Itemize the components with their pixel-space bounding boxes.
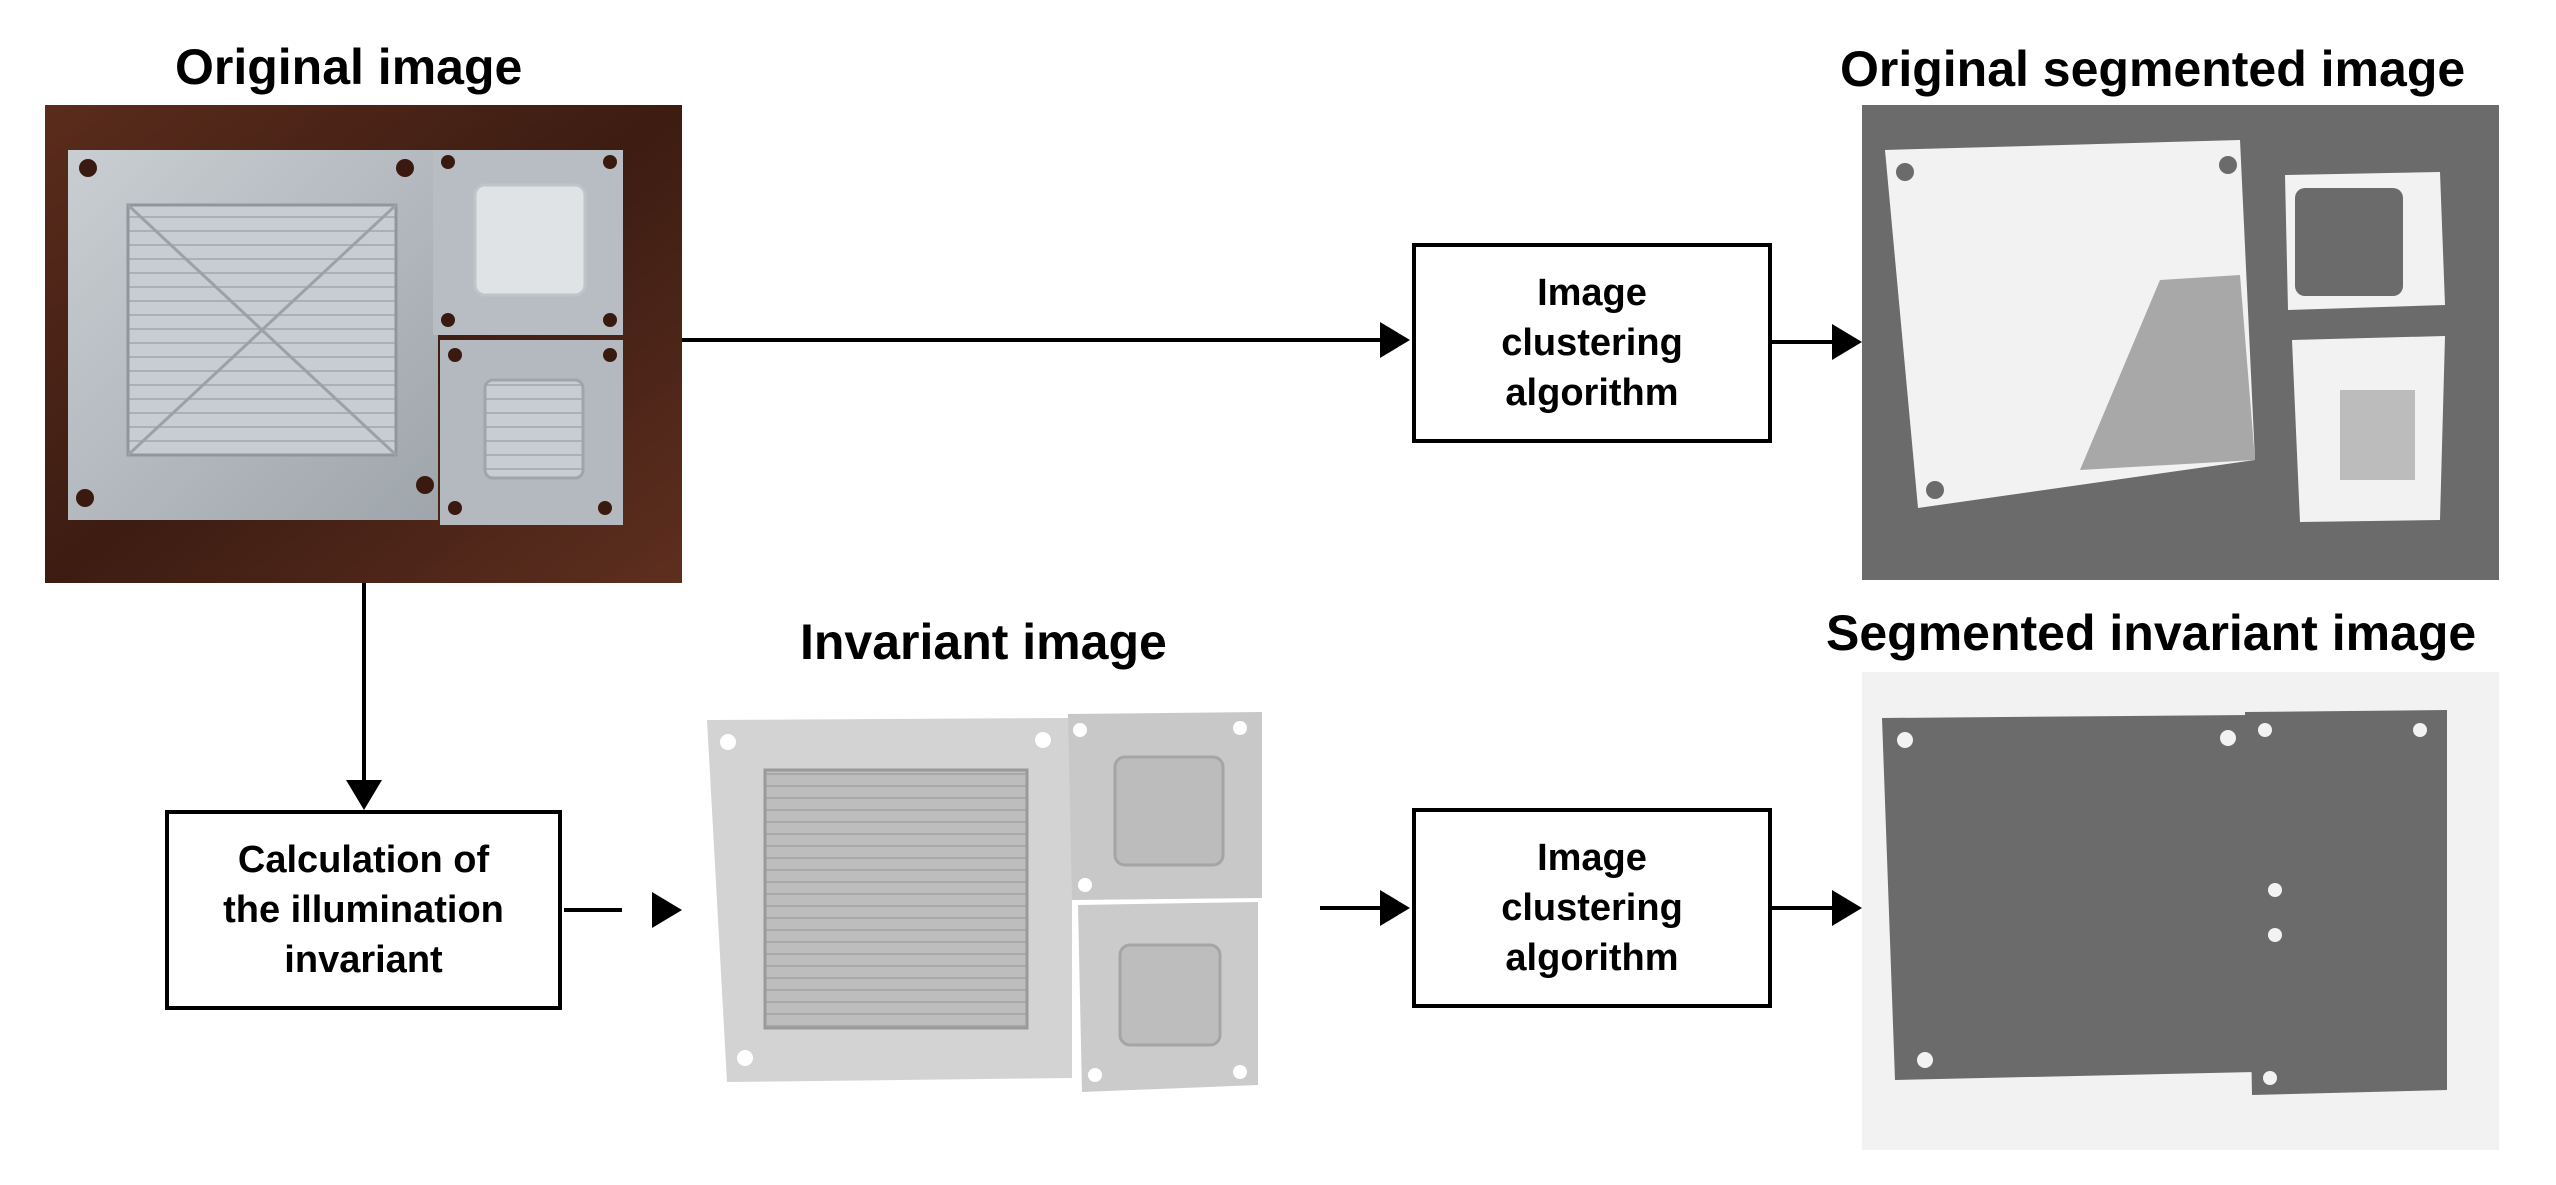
title-original-image: Original image [175,39,523,95]
box-line: algorithm [1505,937,1679,979]
box-line: invariant [284,939,443,981]
box-line: clustering [1501,322,1683,364]
connectors [362,338,1832,912]
arrowheads [346,322,1862,928]
title-segmented-invariant-image: Segmented invariant image [1826,605,2477,661]
original-image [45,105,682,583]
segmented-invariant-image [1862,672,2499,1150]
box-line: algorithm [1505,372,1679,414]
title-original-segmented-image: Original segmented image [1840,41,2466,97]
original-segmented-image [1862,105,2499,580]
box-line: Calculation of [237,839,490,881]
box-line: Image [1537,837,1647,879]
box-line: clustering [1501,887,1683,929]
box-line: Image [1537,272,1647,314]
illumination-invariant-box: Calculation of the illumination invarian… [165,810,562,1010]
box-line: the illumination [223,889,504,931]
clustering-box-top: Image clustering algorithm [1412,243,1772,443]
title-invariant-image: Invariant image [800,614,1167,670]
clustering-box-bottom: Image clustering algorithm [1412,808,1772,1008]
invariant-image [707,712,1262,1092]
